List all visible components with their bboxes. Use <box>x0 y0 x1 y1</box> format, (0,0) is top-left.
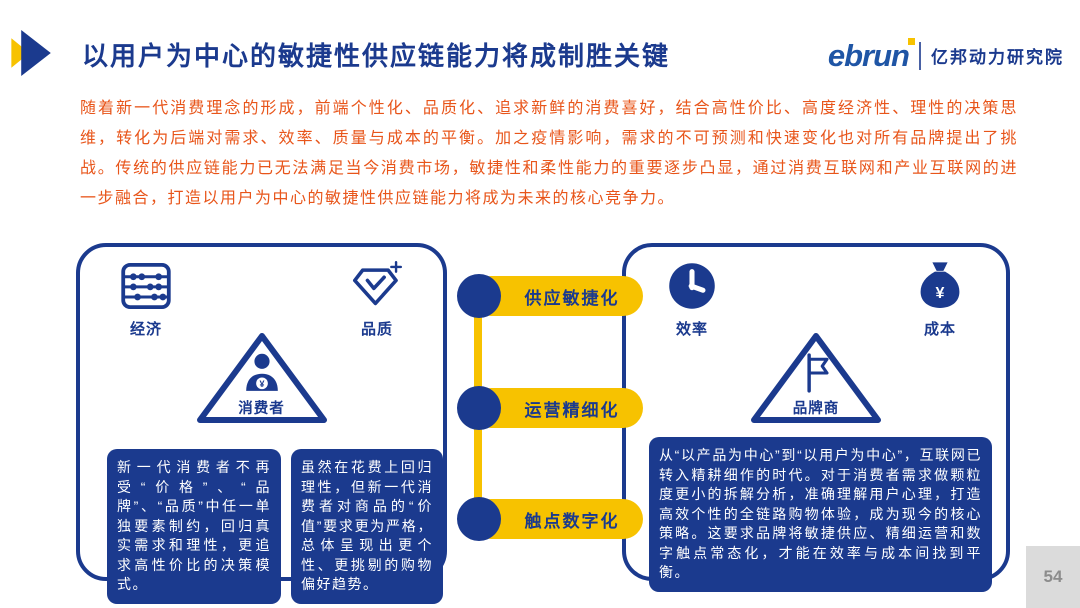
brand-panel: 效率 ¥ 成本 品牌商 从“以产品为中心”到“以用户为中心”，互联网已转入精耕细… <box>622 243 1010 592</box>
pill-label: 触点数字化 <box>524 511 620 531</box>
person-icon: ¥ <box>245 353 278 391</box>
money-bag-icon: ¥ <box>920 262 960 308</box>
consumer-note-1: 新一代消费者不再受“价格”、“品牌”、“品质”中任一单独要素制约，回归真实需求和… <box>107 449 281 604</box>
pill-dot-icon <box>457 274 501 318</box>
quality-item: 品质 <box>331 259 423 339</box>
logo-dot-icon <box>908 38 915 45</box>
brand-label: 品牌商 <box>792 401 840 417</box>
pill-bar: 触点数字化 <box>471 499 643 539</box>
diamond-check-icon <box>352 260 403 306</box>
clock-icon <box>669 263 715 309</box>
consumer-note-2: 虽然在花费上回归理性，但新一代消费者对商品的“价值”要求更为严格，总体呈现出更个… <box>291 449 443 604</box>
abacus-icon <box>121 263 171 309</box>
consumer-panel: 经济 品质 ¥ 消费者 新一代消费者不再受“价格”、“品牌”、“品质 <box>76 243 447 604</box>
intro-paragraph: 随着新一代消费理念的形成，前端个性化、品质化、追求新鲜的消费喜好，结合高性价比、… <box>80 100 1018 207</box>
logo-brand: ebrun <box>828 38 915 71</box>
page-title: 以用户为中心的敏捷性供应链能力将成制胜关键 <box>82 41 671 71</box>
economy-label: 经济 <box>129 321 162 338</box>
pill-dot-icon <box>457 497 501 541</box>
svg-text:¥: ¥ <box>259 379 264 389</box>
triangle-shape <box>751 333 881 423</box>
efficiency-item: 效率 <box>646 259 738 339</box>
brand-note: 从“以产品为中心”到“以用户为中心”，互联网已转入精耕细作的时代。对于消费者需求… <box>649 437 992 592</box>
consumer-label: 消费者 <box>238 401 285 417</box>
cost-label: 成本 <box>923 321 956 338</box>
logo: ebrun 亿邦动力研究院 <box>828 38 1064 71</box>
cost-item: ¥ 成本 <box>894 259 986 339</box>
flag-icon <box>807 353 829 393</box>
pill-supply-agility: 供应敏捷化 <box>457 274 643 318</box>
pill-label: 供应敏捷化 <box>524 288 620 308</box>
logo-org: 亿邦动力研究院 <box>931 48 1064 67</box>
pill-dot-icon <box>457 386 501 430</box>
pill-label: 运营精细化 <box>524 400 620 420</box>
page-number: 54 <box>1043 567 1063 586</box>
pill-digital-touchpoint: 触点数字化 <box>457 497 643 541</box>
logo-divider <box>919 41 921 70</box>
brand-triangle: 品牌商 <box>749 331 883 425</box>
efficiency-label: 效率 <box>675 321 708 338</box>
page-number-box: 54 <box>1026 546 1080 608</box>
pill-refined-operation: 运营精细化 <box>457 386 643 430</box>
economy-item: 经济 <box>100 259 192 339</box>
quality-label: 品质 <box>360 321 393 338</box>
consumer-triangle: ¥ 消费者 <box>195 331 329 425</box>
svg-text:¥: ¥ <box>936 284 945 302</box>
header-arrow-icon <box>11 30 51 76</box>
